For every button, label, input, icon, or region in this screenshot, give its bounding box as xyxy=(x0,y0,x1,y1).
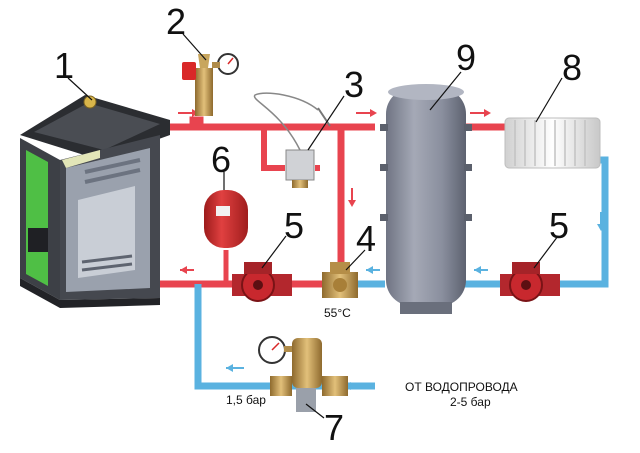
radiator xyxy=(504,117,601,169)
buffer-tank-top xyxy=(388,84,464,100)
safety-group xyxy=(182,53,239,116)
boiler-green-panel xyxy=(26,150,48,286)
flow-arrow-left-icon xyxy=(366,266,380,274)
callout-5-right: 5 xyxy=(549,205,569,246)
radiator-fins xyxy=(514,120,586,166)
valve-4-top xyxy=(330,262,350,274)
reducer-body xyxy=(292,338,322,388)
pump-right-terminal-box xyxy=(512,262,540,274)
reduced-pressure-label: 1,5 бар xyxy=(226,393,266,407)
reducer-inlet xyxy=(322,376,348,396)
callout-leaders xyxy=(67,33,563,419)
reducer-outlet xyxy=(270,376,292,396)
reducer-filter-bowl xyxy=(296,388,316,412)
expansion-vessel-body xyxy=(204,190,248,248)
valve-3-body xyxy=(285,149,315,181)
boiler-thermostat-knob xyxy=(83,95,97,109)
callout-8: 8 xyxy=(562,47,582,88)
callout-2: 2 xyxy=(166,1,186,42)
flow-arrow-down-icon xyxy=(597,212,605,231)
water-source-pressure-label: 2-5 бар xyxy=(450,395,491,409)
flow-arrow-right-icon xyxy=(470,109,491,117)
thermostatic-mixing-valve xyxy=(253,92,331,188)
flow-arrow-left-icon xyxy=(226,364,244,372)
callout-7: 7 xyxy=(324,407,344,448)
flow-arrow-left-icon xyxy=(180,266,194,274)
capillary-tube xyxy=(253,92,319,151)
bypass-loop-pipe xyxy=(261,127,285,171)
buffer-tank-base xyxy=(400,302,452,314)
solid-fuel-boiler xyxy=(20,95,170,308)
callout-4: 4 xyxy=(356,218,376,259)
boiler-insulation xyxy=(62,150,100,168)
flow-arrow-left-icon xyxy=(474,266,488,274)
circulation-pump-left xyxy=(232,262,292,302)
pump-left-terminal-box xyxy=(244,262,272,274)
cold-water-feed-pipe xyxy=(194,284,375,390)
boiler-door xyxy=(28,228,48,252)
flow-arrows xyxy=(178,109,605,390)
pressure-reducing-valve xyxy=(258,336,348,412)
callout-3: 3 xyxy=(344,64,364,105)
buffer-tank-body xyxy=(386,88,466,306)
expansion-vessel xyxy=(204,190,248,248)
callout-5-left: 5 xyxy=(284,205,304,246)
callout-1: 1 xyxy=(54,45,74,86)
safety-valve-red-cap xyxy=(182,62,196,80)
buffer-tank xyxy=(380,84,472,314)
temperature-label: 55°C xyxy=(324,306,351,320)
valve-3-base xyxy=(292,180,308,188)
boiler-firebox xyxy=(78,186,135,278)
buffer-tank-ports xyxy=(380,124,472,221)
boiler-base xyxy=(20,278,160,308)
safety-group-body xyxy=(195,68,213,116)
air-vent xyxy=(198,54,210,68)
boiler-lid xyxy=(34,103,160,150)
callout-6: 6 xyxy=(211,139,231,180)
flow-arrow-right-icon xyxy=(356,109,377,117)
flow-arrow-down-icon xyxy=(348,188,356,207)
hot-supply-pipe xyxy=(160,116,375,131)
callout-9: 9 xyxy=(456,37,476,78)
water-source-label: ОТ ВОДОПРОВОДА xyxy=(405,380,518,394)
radiator-body xyxy=(504,117,601,169)
circulation-pump-right xyxy=(500,262,560,302)
expansion-vessel-label xyxy=(216,206,230,216)
boiler-heat-exchanger-tubes xyxy=(84,158,141,184)
boiler-grate xyxy=(81,254,133,272)
three-way-valve xyxy=(322,262,358,298)
